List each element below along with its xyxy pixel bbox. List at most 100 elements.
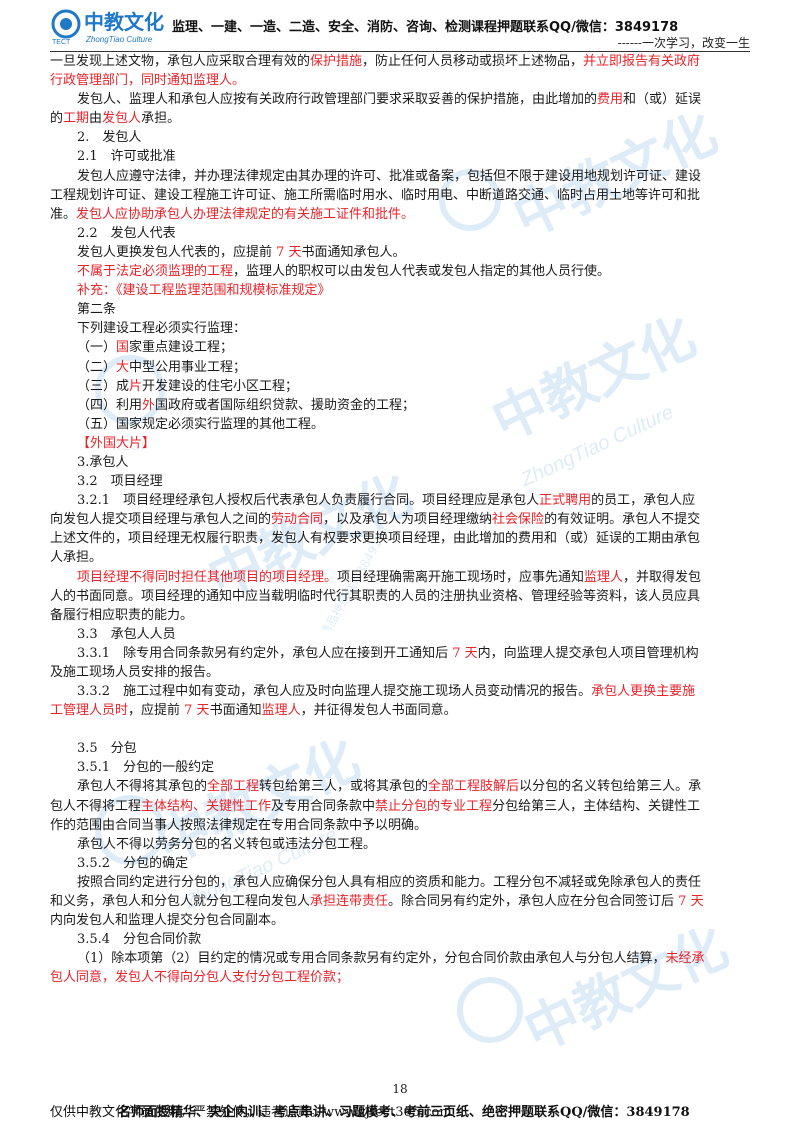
highlight-text: 项目经理不得同时担任其他项目的项目经理。 [77, 569, 338, 585]
text-line: 内向发包人和监理人提交分包合同副本。 [50, 911, 727, 930]
text-line: 下列建设工程必须实行监理： [77, 319, 727, 338]
highlight-text: 包人同意，发包人不得向分包人支付分包工程价款； [50, 970, 350, 986]
highlight-text: 外 [142, 397, 156, 413]
body-text: 作的范围由合同当事人按照法律规定在专用合同条款中予以明确。 [50, 817, 428, 833]
text-line: 工程规划许可证、建设工程施工许可证、施工所需临时用水、临时用电、中断道路交通、临… [50, 186, 727, 205]
highlight-text: 监理人 [261, 703, 301, 719]
body-text: 承包人不得将其承包的 [77, 779, 208, 795]
body-text: 以分包的名义转包给第三人。承 [519, 779, 702, 795]
body-text: 和（或）延误 [623, 92, 702, 108]
text-line: 项目经理不得同时担任其他项目的项目经理。项目经理确需离开施工现场时，应事先通知监… [77, 568, 727, 587]
text-line: 【外国大片】 [77, 434, 727, 453]
text-line: 补充：《建设工程监理范围和规模标准规定》 [77, 281, 727, 300]
highlight-text: 补充：《建设工程监理范围和规模标准规定》 [77, 283, 331, 299]
body-text: 内向发包人和监理人提交分包合同副本。 [50, 913, 285, 929]
text-line: 2. 发包人 [77, 128, 727, 147]
highlight-text: 保护措施 [310, 54, 363, 69]
text-line: 2.2 发包人代表 [77, 224, 727, 243]
highlight-text: 7 天 [452, 645, 478, 661]
header-title: 监理、一建、一造、二造、安全、消防、咨询、检测课程押题联系QQ/微信：38491… [172, 20, 679, 35]
highlight-text: 监理人 [584, 569, 624, 585]
highlight-text: 禁止分包的专业工程 [375, 798, 493, 814]
highlight-text: 发包人 [102, 111, 142, 127]
body-text: 的员工，承包人应 [591, 493, 696, 509]
document-body: 一旦发现上述文物，承包人应采取合理有效的保护措施，防止任何人员移动或损坏上述物品… [50, 52, 727, 988]
body-text: （三）成 [77, 378, 130, 394]
text-line: 发包人更换发包人代表的，应提前 7 天书面通知承包人。 [77, 243, 727, 262]
body-text: 项目经理确需离开施工现场时，应事先通知 [337, 569, 585, 585]
body-text: 3.3 承包人人员 [77, 626, 176, 642]
text-line: 的工期由发包人承担。 [50, 109, 727, 128]
body-text: 3.5 分包 [77, 741, 137, 757]
body-text: ，监理人的职权可以由发包人代表或发包人指定的其他人员行使。 [233, 264, 611, 280]
highlight-text: 承包人更换主要施 [591, 684, 696, 700]
body-text: 3.2.1 项目经理经承包人授权后代表承包人负责履行合同。项目经理应是承包人 [77, 493, 540, 509]
body-text: 下列建设工程必须实行监理： [77, 321, 247, 337]
highlight-text: 全部工程 [207, 779, 260, 795]
body-text: 书面通知 [209, 703, 262, 719]
text-line: （一）国家重点建设工程； [77, 338, 727, 357]
footer-text: 仅供中教文化学员使用，严禁外传，违者追责。www.zjtect365.com [50, 1105, 452, 1120]
text-line: （1）除本项第（2）目约定的情况或专用合同条款另有约定外，分包合同价款由承包人与… [77, 949, 727, 968]
highlight-text: 大 [116, 359, 130, 375]
body-text: 向发包人提交项目经理与承包人之间的 [50, 512, 272, 528]
highlight-text: 【外国大片】 [77, 435, 156, 451]
blank-line [50, 720, 727, 739]
body-text: 书面通知承包人。 [301, 244, 406, 260]
body-text: （四）利用 [77, 397, 143, 413]
highlight-text: 劳动合同 [271, 512, 324, 528]
body-text: 发包人、监理人和承包人应按有关政府行政管理部门要求采取妥善的保护措施，由此增加的 [77, 92, 598, 108]
body-text: 2.1 许可或批准 [77, 149, 176, 165]
body-text: 人的书面同意。项目经理的通知中应当载明临时代行其职责的人员的注册执业资格、管理经… [50, 588, 701, 604]
body-text: （五）国家规定必须实行监理的其他工程。 [77, 416, 325, 432]
body-text: 按照合同约定进行分包的，承包人应确保分包人具有相应的资质和能力。工程分包不减轻或… [77, 874, 702, 890]
body-text: 内，向监理人提交承包人项目管理机构 [477, 645, 699, 661]
highlight-text: 工期 [63, 111, 90, 127]
text-line: 3.3.2 施工过程中如有变动，承包人应及时向监理人提交施工现场人员变动情况的报… [77, 682, 727, 701]
highlight-text: 国 [116, 340, 130, 356]
text-line: 不属于法定必须监理的工程，监理人的职权可以由发包人代表或发包人指定的其他人员行使… [77, 262, 727, 281]
body-text: 3.承包人 [77, 454, 129, 470]
highlight-text: 正式聘用 [539, 493, 592, 509]
text-line: 承包人不得以劳务分包的名义转包或违法分包工程。 [77, 835, 727, 854]
highlight-text: 片 [129, 378, 143, 394]
body-text: 国政府或者国际组织贷款、援助资金的工程； [155, 397, 416, 413]
text-line: 人的书面同意。项目经理的通知中应当载明临时代行其职责的人员的注册执业资格、管理经… [50, 587, 727, 606]
highlight-text: 工管理人员时 [50, 703, 129, 719]
highlight-text: 发包人应协助承包人办理法律规定的有关施工证件和批件。 [76, 206, 415, 222]
text-line: 发包人应遵守法律，并办理法律规定由其办理的许可、批准或备案，包括但不限于建设用地… [77, 167, 727, 186]
text-line: 3.承包人 [77, 453, 727, 472]
body-text: 。除合同另有约定外，承包人应在分包合同签订后 [388, 894, 679, 910]
header-divider [50, 51, 750, 52]
text-line: 2.1 许可或批准 [77, 147, 727, 166]
text-line: 和义务，承包人和分包人就分包工程向发包人承担连带责任。除合同另有约定外，承包人应… [50, 892, 727, 911]
text-line: 3.5.4 分包合同价款 [77, 930, 727, 949]
text-line: 备履行相应职责的能力。 [50, 606, 727, 625]
body-text: 转包给第三人，或将其承包的 [259, 779, 429, 795]
text-line: 3.5.1 分包的一般约定 [77, 758, 727, 777]
body-text: ，并征得发包人书面同意。 [300, 703, 457, 719]
body-text: （一） [77, 340, 117, 356]
company-logo: TECT 中教文化 ZhongTiao Culture [51, 9, 164, 46]
text-line: 3.2.1 项目经理经承包人授权后代表承包人负责履行合同。项目经理应是承包人正式… [77, 491, 727, 510]
highlight-text: 7 天 [184, 703, 210, 719]
text-line: 3.5.2 分包的确定 [77, 854, 727, 873]
text-line: 承包人不得将其承包的全部工程转包给第三人，或将其承包的全部工程肢解后以分包的名义… [77, 777, 727, 796]
highlight-text: 社会保险 [492, 512, 545, 528]
body-text: 人承担。 [50, 550, 103, 566]
text-line: 包人不得将工程主体结构、关键性工作及专用合同条款中禁止分包的专业工程分包给第三人… [50, 797, 727, 816]
highlight-text: 承担连带责任 [310, 894, 389, 910]
text-line: 3.5 分包 [77, 739, 727, 758]
body-text: 开发建设的住宅小区工程； [142, 378, 299, 394]
body-text: 发包人更换发包人代表的，应提前 [77, 244, 277, 260]
body-text: 的有效证明。承包人不提交 [544, 512, 701, 528]
highlight-text: 7 天 [678, 894, 704, 910]
text-line: （三）成片开发建设的住宅小区工程； [77, 377, 727, 396]
text-line: 按照合同约定进行分包的，承包人应确保分包人具有相应的资质和能力。工程分包不减轻或… [77, 873, 727, 892]
text-line: 上述文件的，项目经理无权履行职责，发包人有权要求更换项目经理，由此增加的费用和（… [50, 529, 727, 548]
body-text: 工程规划许可证、建设工程施工许可证、施工所需临时用水、临时用电、中断道路交通、临… [50, 187, 701, 203]
body-text: ，应提前 [128, 703, 185, 719]
body-text: ，以及承包人为项目经理缴纳 [323, 512, 493, 528]
footer-overlay-text: 名师面授精华、央企内训、考点串讲、习题模考、考前三页纸、绝密押题联系QQ/微信：… [118, 1105, 690, 1120]
highlight-text: 全部工程肢解后 [428, 779, 520, 795]
